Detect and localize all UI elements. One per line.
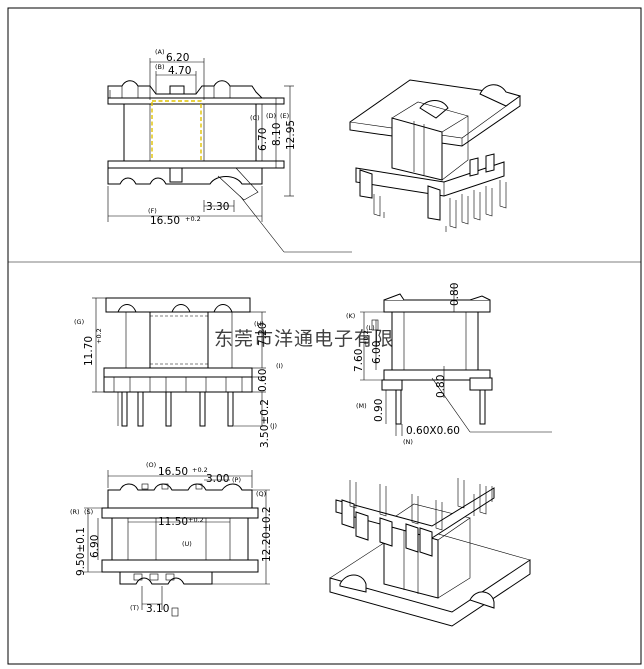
tag-b: (B) <box>155 63 165 71</box>
tag-d: (D) <box>266 112 276 120</box>
dim-j: 3.50±0.2 <box>259 399 271 448</box>
company-watermark: 东莞市洋通电子有限公司 <box>214 328 434 350</box>
dim-k-tol: +0.2 <box>362 330 370 346</box>
top-view: (A) 6.20 (B) 4.70 (C) 6.70 (D) 8.10 (E) … <box>107 48 352 253</box>
dim-h: 7.20 <box>257 323 269 346</box>
dim-r: 9.50±0.1 <box>75 527 87 576</box>
tag-p: (P) <box>232 476 241 484</box>
dim-u: 11.50 <box>158 516 188 528</box>
tag-k: (K) <box>346 312 355 320</box>
tag-g: (G) <box>74 318 84 326</box>
dim-p: 3.00 <box>206 473 229 485</box>
side-view: (K) 7.60 +0.2 (L) 6.00 0.80 0.80 (M) 0.9… <box>346 283 552 446</box>
dim-mid-wall: 0.80 <box>435 375 447 398</box>
dim-s: 6.90 <box>89 535 101 558</box>
tag-f: (F) <box>148 207 157 215</box>
tag-j: (J) <box>270 422 277 430</box>
dim-g: 11.70 <box>83 336 95 366</box>
dim-m: 0.90 <box>373 399 385 422</box>
dim-u-tol: +0.2 <box>188 516 204 524</box>
front-view: (G) 11.70 +0.2 (H) 7.20 (I) 0.60 (J) 3.5… <box>74 297 283 448</box>
dim-a: 6.20 <box>166 52 189 64</box>
dim-o-tol: +0.2 <box>192 466 208 474</box>
dim-q: 12.20±0.2 <box>261 506 273 562</box>
tag-s: (S) <box>84 508 93 516</box>
dim-k: 7.60 <box>353 349 365 372</box>
dim-i: 0.60 <box>257 369 269 392</box>
tag-t: (T) <box>130 604 139 612</box>
tag-i: (I) <box>276 362 283 370</box>
tag-e: (E) <box>280 112 289 120</box>
dim-d: 8.10 <box>271 123 283 146</box>
dim-g-tol: +0.2 <box>95 328 103 344</box>
tag-m: (M) <box>356 402 367 410</box>
dim-e: 12.95 <box>285 120 297 150</box>
dim-o: 16.50 <box>158 466 188 478</box>
tag-u: (U) <box>182 540 192 548</box>
drawing-frame <box>7 7 642 665</box>
dim-f: 16.50 <box>150 215 180 227</box>
dim-b: 4.70 <box>168 65 191 77</box>
bottom-view: (O) 16.50 +0.2 3.00 (P) (R) 9.50±0.1 (S)… <box>70 461 273 617</box>
tag-h: (H) <box>254 320 264 328</box>
dim-pin-width: 3.30 <box>206 201 229 213</box>
dim-n: 0.60X0.60 <box>406 425 460 437</box>
dim-l: 6.00 <box>371 341 383 364</box>
tag-l: (L) <box>366 324 375 332</box>
tag-c: (C) <box>250 114 260 122</box>
isometric-view-bottom <box>329 478 531 627</box>
tag-q: (Q) <box>256 490 266 498</box>
tag-n: (N) <box>403 438 413 446</box>
tag-r: (R) <box>70 508 80 516</box>
dim-t: 3.10 <box>146 603 169 615</box>
dim-f-tol: +0.2 <box>185 215 201 223</box>
tag-a: (A) <box>155 48 165 56</box>
dim-top-wall: 0.80 <box>449 283 461 306</box>
tag-o: (O) <box>146 461 156 469</box>
isometric-view-top <box>349 79 522 232</box>
dim-c: 6.70 <box>257 128 269 151</box>
